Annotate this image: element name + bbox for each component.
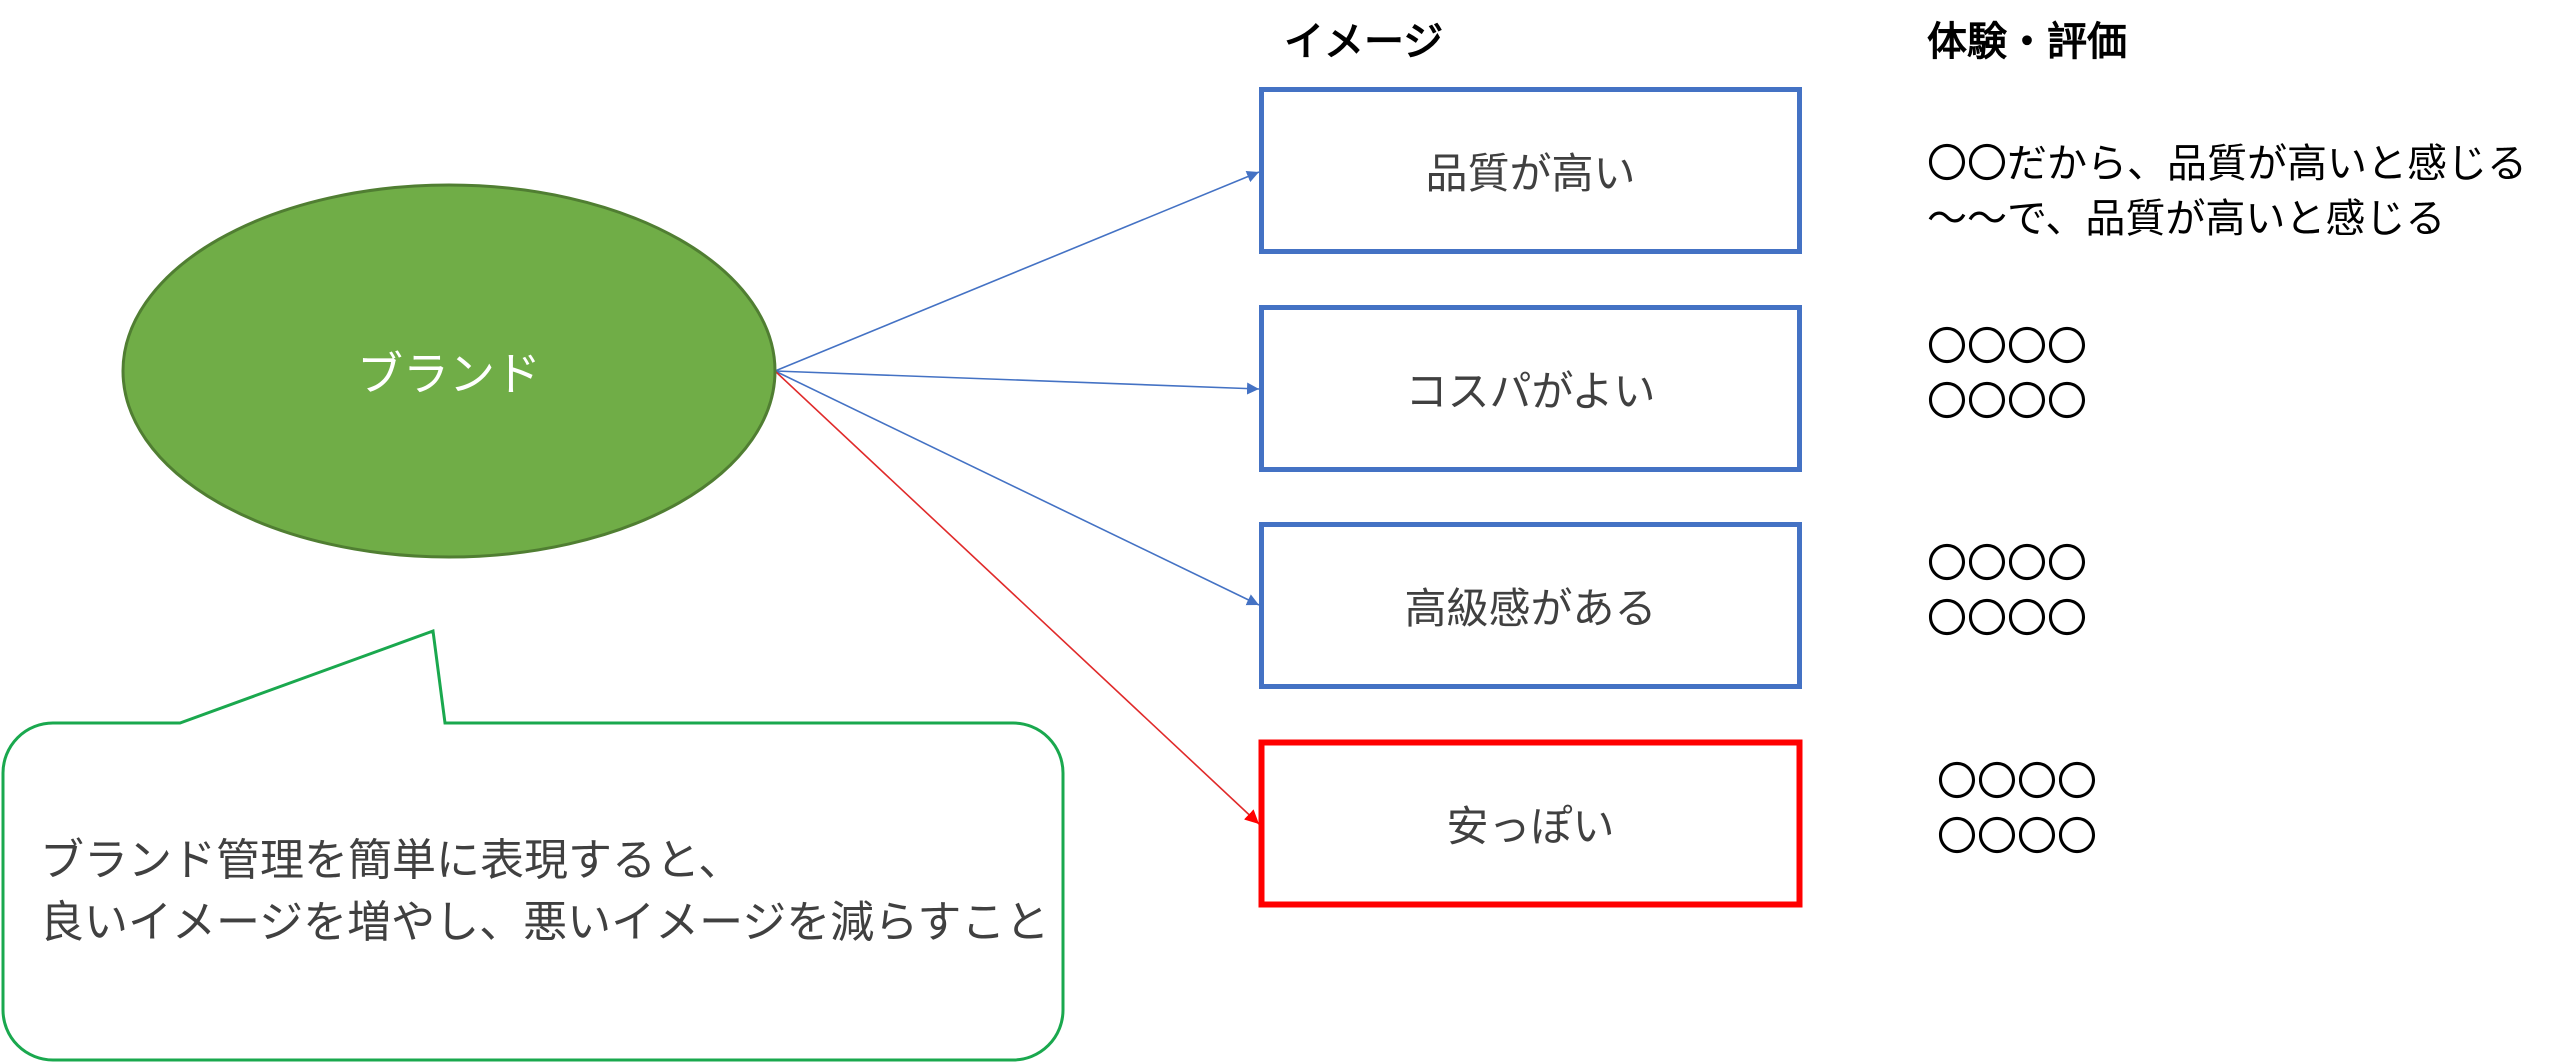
evaluation-3-line-2: 〇〇〇〇 — [1927, 596, 2087, 642]
brand-ellipse[interactable] — [121, 183, 777, 559]
arrow-to-image-3 — [774, 370, 1260, 606]
evaluation-4-line-2: 〇〇〇〇 — [1937, 814, 2097, 860]
image-label-1: 品質が高い — [1425, 149, 1636, 198]
evaluation-1: 〇〇だから、品質が高いと感じる ～～で、品質が高いと感じる — [1927, 137, 2527, 247]
header-image: イメージ — [1284, 19, 1444, 65]
arrow-to-image-1 — [774, 171, 1260, 372]
arrow-to-image-4 — [774, 370, 1260, 825]
evaluation-4: 〇〇〇〇 〇〇〇〇 — [1937, 755, 2097, 865]
callout-bubble[interactable] — [1, 628, 1065, 1062]
evaluation-3: 〇〇〇〇 〇〇〇〇 — [1927, 537, 2087, 647]
evaluation-2-line-2: 〇〇〇〇 — [1927, 379, 2087, 425]
evaluation-4-line-1: 〇〇〇〇 — [1937, 759, 2097, 805]
arrow-to-image-2 — [774, 370, 1260, 395]
callout-line-2: 良いイメージを増やし、悪いイメージを減らすこと — [40, 897, 1050, 948]
evaluation-1-line-2: ～～で、品質が高いと感じる — [1927, 196, 2446, 242]
evaluation-2-line-1: 〇〇〇〇 — [1927, 324, 2087, 370]
brand-label: ブランド — [357, 347, 541, 401]
image-label-2: コスパがよい — [1405, 367, 1656, 416]
image-label-4: 安っぽい — [1446, 802, 1615, 851]
header-evaluation: 体験・評価 — [1927, 19, 2127, 65]
image-box-1[interactable] — [1259, 87, 1802, 254]
callout-text: ブランド管理を簡単に表現すると、 良いイメージを増やし、悪いイメージを減らすこと — [40, 830, 1049, 954]
image-label-3: 高級感がある — [1404, 584, 1657, 633]
image-box-3[interactable] — [1259, 522, 1802, 689]
image-box-4[interactable] — [1258, 739, 1803, 908]
evaluation-3-line-1: 〇〇〇〇 — [1927, 541, 2087, 587]
evaluation-2: 〇〇〇〇 〇〇〇〇 — [1927, 320, 2087, 430]
callout-line-1: ブランド管理を簡単に表現すると、 — [40, 835, 743, 886]
image-box-2[interactable] — [1259, 305, 1802, 472]
evaluation-1-line-1: 〇〇だから、品質が高いと感じる — [1927, 141, 2527, 187]
